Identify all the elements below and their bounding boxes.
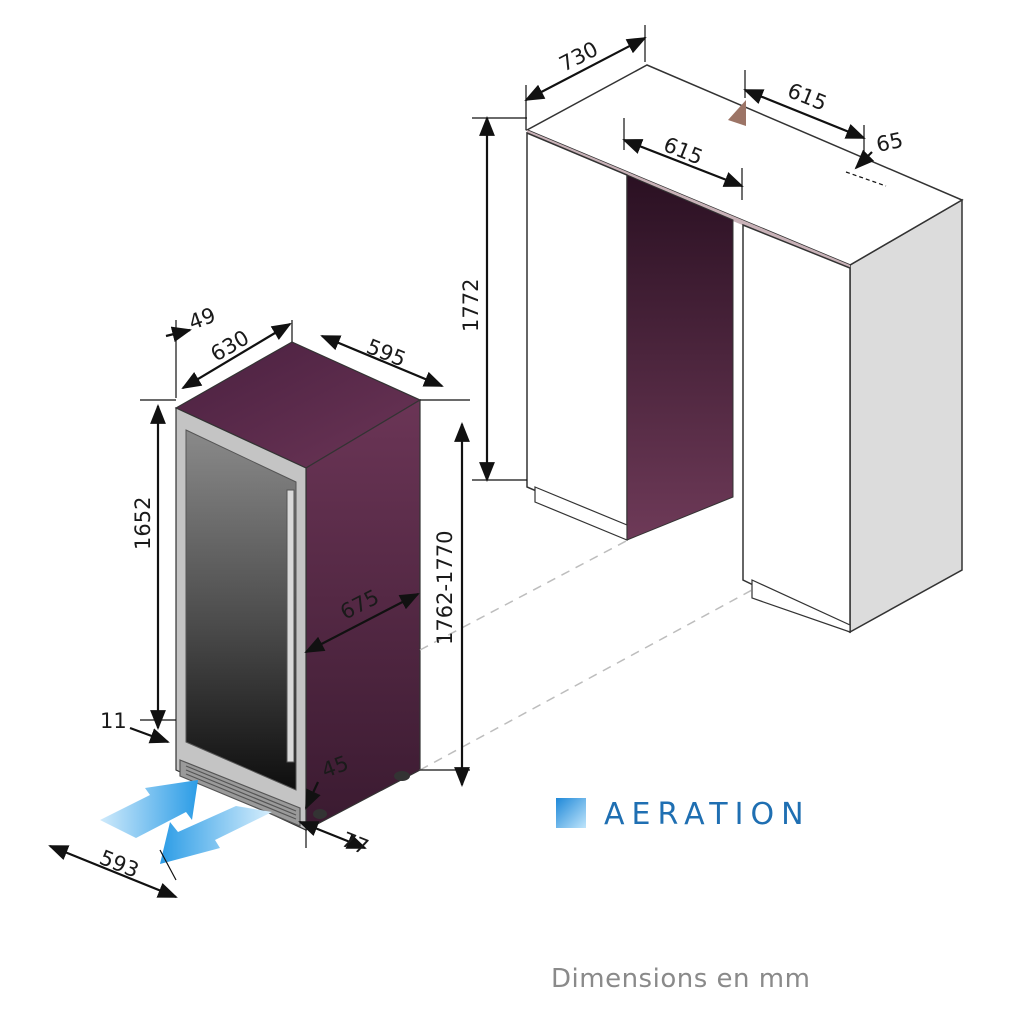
dim-line-595: [320, 334, 444, 388]
cooler-foot: [394, 771, 410, 781]
dim-65: 65: [874, 128, 905, 157]
dim-line-615-top: [743, 88, 866, 140]
dim-line-730: [524, 37, 647, 101]
dim-1772: 1772: [459, 279, 483, 332]
dim-line-45: [305, 781, 321, 810]
ventilation-grille: [179, 759, 301, 827]
cooler-foot-front: [313, 809, 327, 819]
right-column-front: [742, 223, 851, 634]
dim-line-49: [165, 326, 192, 343]
door-glass: [185, 429, 297, 791]
insertion-guides: [419, 539, 753, 771]
right-column-plinth: [751, 579, 851, 633]
units-note: Dimensions en mm: [551, 964, 811, 994]
dimension-lines: [48, 25, 887, 899]
aeration-arrow-in: [100, 780, 198, 838]
cabinet-notch: [728, 100, 746, 126]
left-column-front: [526, 131, 628, 532]
dim-1762-1770: 1762-1770: [433, 531, 457, 645]
dim-595: 595: [363, 334, 409, 371]
dim-615-top: 615: [784, 78, 830, 115]
aeration-arrows: [100, 780, 272, 864]
dim-11: 11: [100, 709, 127, 733]
aeration-legend-label: AERATION: [604, 797, 811, 832]
dim-line-77: [298, 820, 367, 850]
dim-49: 49: [186, 303, 219, 335]
dim-1652: 1652: [131, 497, 155, 550]
wine-cooler: [174, 341, 422, 831]
dim-593: 593: [96, 845, 142, 882]
kitchen-cabinet: [525, 64, 964, 634]
aeration-legend-swatch: [556, 798, 586, 828]
aeration-legend: AERATION: [556, 797, 811, 832]
dim-line-11: [129, 726, 170, 744]
cabinet-right-side: [849, 198, 963, 634]
dim-line-630: [181, 322, 292, 390]
door-handle: [286, 489, 295, 763]
cabinet-niche: [626, 174, 734, 541]
dim-line-615-inner: [622, 138, 744, 188]
aeration-arrow-out: [160, 806, 272, 864]
dim-730: 730: [555, 37, 602, 77]
dim-line-593: [48, 844, 178, 899]
dim-line-675: [304, 593, 420, 653]
dim-77: 77: [338, 827, 372, 859]
